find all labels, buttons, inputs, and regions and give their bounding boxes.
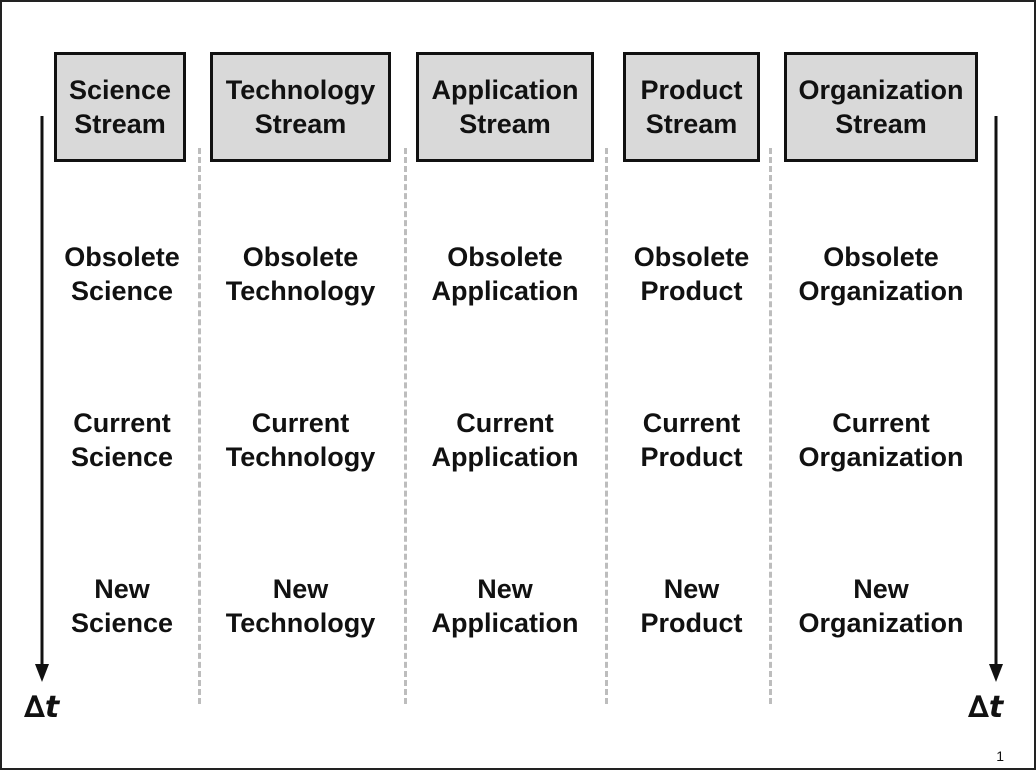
header-line-2: Stream bbox=[835, 109, 927, 139]
cell-line-1: Obsolete bbox=[633, 242, 750, 272]
organization-stream-header: Organization Stream bbox=[784, 52, 978, 162]
left-arrow-head bbox=[35, 664, 49, 682]
cell-line-1: New bbox=[272, 574, 329, 604]
left-delta-t-label: ∆t bbox=[24, 690, 59, 725]
product-stream-header: Product Stream bbox=[623, 52, 760, 162]
right-delta-t-label: ∆t bbox=[968, 690, 1003, 725]
cell-line-2: Science bbox=[70, 608, 174, 638]
obsolete-science: Obsolete Science bbox=[54, 240, 190, 308]
cell-line-2: Product bbox=[640, 608, 743, 638]
column-divider bbox=[198, 148, 201, 704]
obsolete-technology: Obsolete Technology bbox=[210, 240, 391, 308]
right-time-arrow bbox=[989, 116, 1003, 682]
cell-line-1: Current bbox=[251, 408, 350, 438]
new-technology: New Technology bbox=[210, 572, 391, 640]
cell-line-1: New bbox=[477, 574, 533, 604]
time-variable: t bbox=[44, 690, 60, 725]
cell-line-1: Current bbox=[456, 408, 554, 438]
page-number: 1 bbox=[996, 748, 1004, 764]
cell-line-1: New bbox=[94, 574, 150, 604]
header-line-1: Product bbox=[640, 75, 743, 105]
cell-line-2: Product bbox=[640, 276, 743, 306]
right-arrow-head bbox=[989, 664, 1003, 682]
column-divider bbox=[404, 148, 407, 704]
cell-line-1: Obsolete bbox=[242, 242, 359, 272]
science-stream-header: Science Stream bbox=[54, 52, 186, 162]
obsolete-product: Obsolete Product bbox=[623, 240, 760, 308]
new-product: New Product bbox=[623, 572, 760, 640]
new-application: New Application bbox=[416, 572, 594, 640]
left-time-arrow bbox=[35, 116, 49, 682]
cell-line-2: Science bbox=[70, 276, 174, 306]
cell-line-2: Product bbox=[640, 442, 743, 472]
header-line-2: Stream bbox=[459, 109, 551, 139]
header-line-2: Stream bbox=[254, 109, 347, 139]
cell-line-1: Current bbox=[832, 408, 930, 438]
technology-stream-header: Technology Stream bbox=[210, 52, 391, 162]
cell-line-2: Application bbox=[431, 608, 579, 638]
header-line-2: Stream bbox=[645, 109, 738, 139]
new-organization: New Organization bbox=[784, 572, 978, 640]
cell-line-1: New bbox=[853, 574, 909, 604]
cell-line-1: Obsolete bbox=[447, 242, 563, 272]
cell-line-1: Current bbox=[642, 408, 741, 438]
header-line-1: Science bbox=[68, 75, 172, 105]
cell-line-1: Obsolete bbox=[64, 242, 180, 272]
current-product: Current Product bbox=[623, 406, 760, 474]
cell-line-1: Obsolete bbox=[823, 242, 939, 272]
cell-line-2: Technology bbox=[225, 442, 376, 472]
current-science: Current Science bbox=[54, 406, 190, 474]
column-divider bbox=[605, 148, 608, 704]
delta-icon: ∆ bbox=[968, 690, 989, 725]
cell-line-2: Technology bbox=[225, 276, 376, 306]
cell-line-2: Application bbox=[431, 442, 579, 472]
delta-icon: ∆ bbox=[24, 690, 45, 725]
cell-line-2: Application bbox=[431, 276, 579, 306]
cell-line-2: Organization bbox=[798, 442, 964, 472]
new-science: New Science bbox=[54, 572, 190, 640]
column-divider bbox=[769, 148, 772, 704]
header-line-1: Application bbox=[431, 75, 579, 105]
current-technology: Current Technology bbox=[210, 406, 391, 474]
current-organization: Current Organization bbox=[784, 406, 978, 474]
obsolete-organization: Obsolete Organization bbox=[784, 240, 978, 308]
application-stream-header: Application Stream bbox=[416, 52, 594, 162]
cell-line-2: Organization bbox=[798, 276, 964, 306]
cell-line-2: Technology bbox=[225, 608, 376, 638]
time-variable: t bbox=[988, 690, 1004, 725]
header-line-1: Organization bbox=[798, 75, 964, 105]
current-application: Current Application bbox=[416, 406, 594, 474]
cell-line-1: New bbox=[663, 574, 720, 604]
cell-line-2: Organization bbox=[798, 608, 964, 638]
obsolete-application: Obsolete Application bbox=[416, 240, 594, 308]
cell-line-1: Current bbox=[73, 408, 171, 438]
header-line-1: Technology bbox=[225, 75, 376, 105]
cell-line-2: Science bbox=[70, 442, 174, 472]
header-line-2: Stream bbox=[74, 109, 166, 139]
